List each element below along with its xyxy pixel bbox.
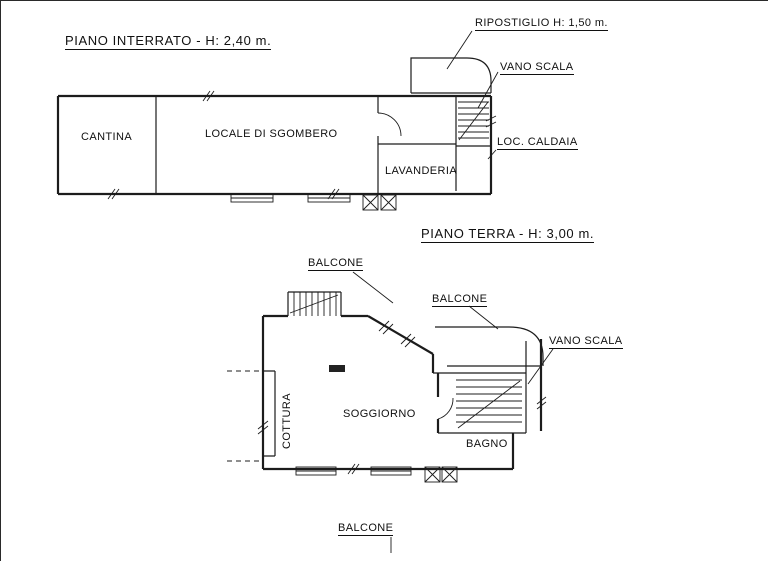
basement-wall-ticks <box>107 90 497 200</box>
ground-cottura-niche <box>263 370 276 457</box>
ground-room-cottura: COTTURA <box>281 393 293 449</box>
basement-callout-loc-caldaia: LOC. CALDAIA <box>497 136 578 151</box>
ground-stairs-treads <box>456 379 522 429</box>
basement-room-cantina: CANTINA <box>81 131 133 143</box>
ground-topleft-stairs-treads <box>289 292 339 316</box>
ground-dashed-lines <box>227 370 263 462</box>
ground-windows <box>295 466 458 483</box>
ground-outline <box>261 314 543 471</box>
basement-door-arc <box>377 112 402 137</box>
ground-callout-balcone-right: BALCONE <box>432 293 488 308</box>
basement-title: PIANO INTERRATO - H: 2,40 m. <box>65 33 272 51</box>
ground-plan <box>227 271 554 553</box>
ground-balcony-outline <box>435 326 544 367</box>
basement-ripostiglio-room <box>410 57 492 94</box>
ground-wall-ticks <box>257 320 547 475</box>
basement-outline <box>56 94 493 196</box>
basement-plan <box>56 30 499 211</box>
basement-callout-vano-scala: VANO SCALA <box>500 61 574 76</box>
ground-door-arc <box>437 397 454 420</box>
ground-leader-lines <box>352 271 554 553</box>
basement-stair-column-walls <box>455 96 491 191</box>
ground-vano-scala-walls <box>433 341 527 434</box>
basement-leader-lines <box>446 30 499 160</box>
ground-callout-vano-scala: VANO SCALA <box>549 335 623 350</box>
ground-column <box>329 365 345 372</box>
ground-callout-balcone-top: BALCONE <box>308 257 364 272</box>
basement-room-lavanderia: LAVANDERIA <box>385 165 458 177</box>
basement-room-locale-sgombero: LOCALE DI SGOMBERO <box>205 128 338 140</box>
basement-lavanderia-walls <box>377 96 456 194</box>
basement-callout-ripostiglio: RIPOSTIGLIO H: 1,50 m. <box>475 17 608 32</box>
ground-room-bagno: BAGNO <box>466 438 508 450</box>
ground-room-soggiorno: SOGGIORNO <box>343 408 416 420</box>
basement-windows <box>230 193 397 211</box>
ground-topleft-stairs-frame <box>287 291 342 316</box>
ground-callout-balcone-bottom: BALCONE <box>338 522 394 537</box>
basement-stairs-icon <box>458 101 489 141</box>
ground-title: PIANO TERRA - H: 3,00 m. <box>421 226 595 244</box>
